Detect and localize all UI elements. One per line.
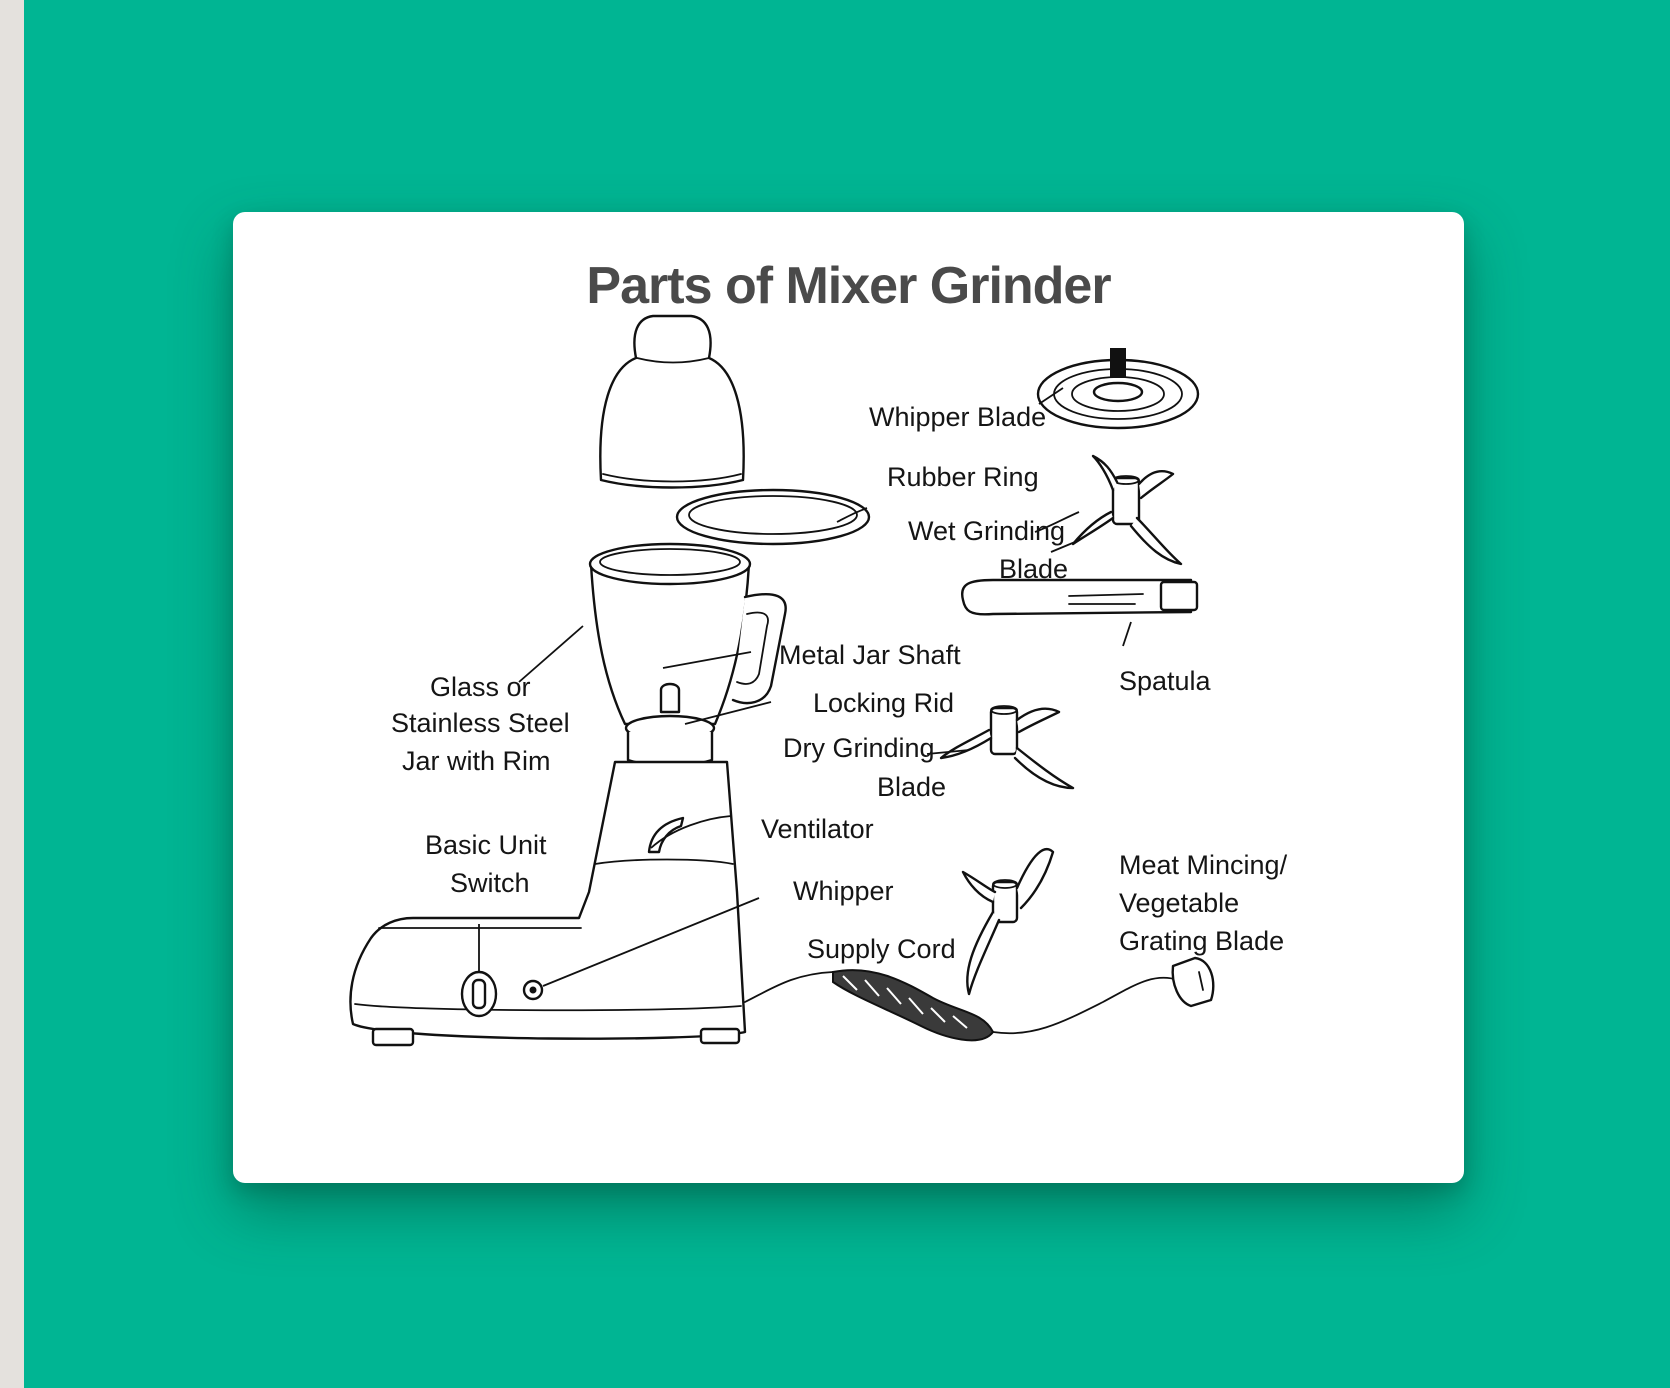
- label-rubber-ring: Rubber Ring: [887, 462, 1039, 492]
- label-spatula: Spatula: [1119, 666, 1212, 696]
- label-wet-grinding-blade-1: Wet Grinding: [908, 516, 1065, 546]
- dry-grinding-blade: [941, 706, 1073, 788]
- slide-background: Parts of Mixer Grinder: [24, 0, 1670, 1388]
- label-basic-unit-switch-1: Basic Unit: [425, 830, 547, 860]
- label-basic-unit-switch-2: Switch: [450, 868, 530, 898]
- label-metal-jar-shaft: Metal Jar Shaft: [779, 640, 961, 670]
- label-meat-mincing-2: Vegetable: [1119, 888, 1239, 918]
- spatula: [962, 580, 1197, 614]
- whipper-socket: [524, 981, 542, 999]
- meat-mincing-blade: [963, 849, 1053, 994]
- mixer-grinder-diagram: Whipper Blade Rubber Ring Wet Grinding B…: [233, 212, 1464, 1183]
- label-supply-cord: Supply Cord: [807, 934, 956, 964]
- label-dry-grinding-blade-1: Dry Grinding: [783, 733, 935, 763]
- label-glass-jar-1: Glass or: [430, 672, 531, 702]
- rubber-ring: [677, 490, 869, 544]
- label-meat-mincing-1: Meat Mincing/: [1119, 850, 1288, 880]
- wet-grinding-blade: [1073, 456, 1181, 564]
- jar-lid: [600, 316, 743, 488]
- diagram-card: Parts of Mixer Grinder: [233, 212, 1464, 1183]
- label-whipper: Whipper: [793, 876, 894, 906]
- label-locking-rid: Locking Rid: [813, 688, 954, 718]
- label-wet-grinding-blade-2: Blade: [999, 554, 1068, 584]
- motor-body: [350, 762, 745, 1045]
- label-dry-grinding-blade-2: Blade: [877, 772, 946, 802]
- label-glass-jar-2: Stainless Steel: [391, 708, 570, 738]
- label-glass-jar-3: Jar with Rim: [402, 746, 551, 776]
- supply-cord: [745, 958, 1213, 1040]
- label-ventilator: Ventilator: [761, 814, 874, 844]
- label-whipper-blade: Whipper Blade: [869, 402, 1046, 432]
- label-meat-mincing-3: Grating Blade: [1119, 926, 1284, 956]
- jar: [590, 544, 786, 766]
- switch-knob: [462, 972, 496, 1016]
